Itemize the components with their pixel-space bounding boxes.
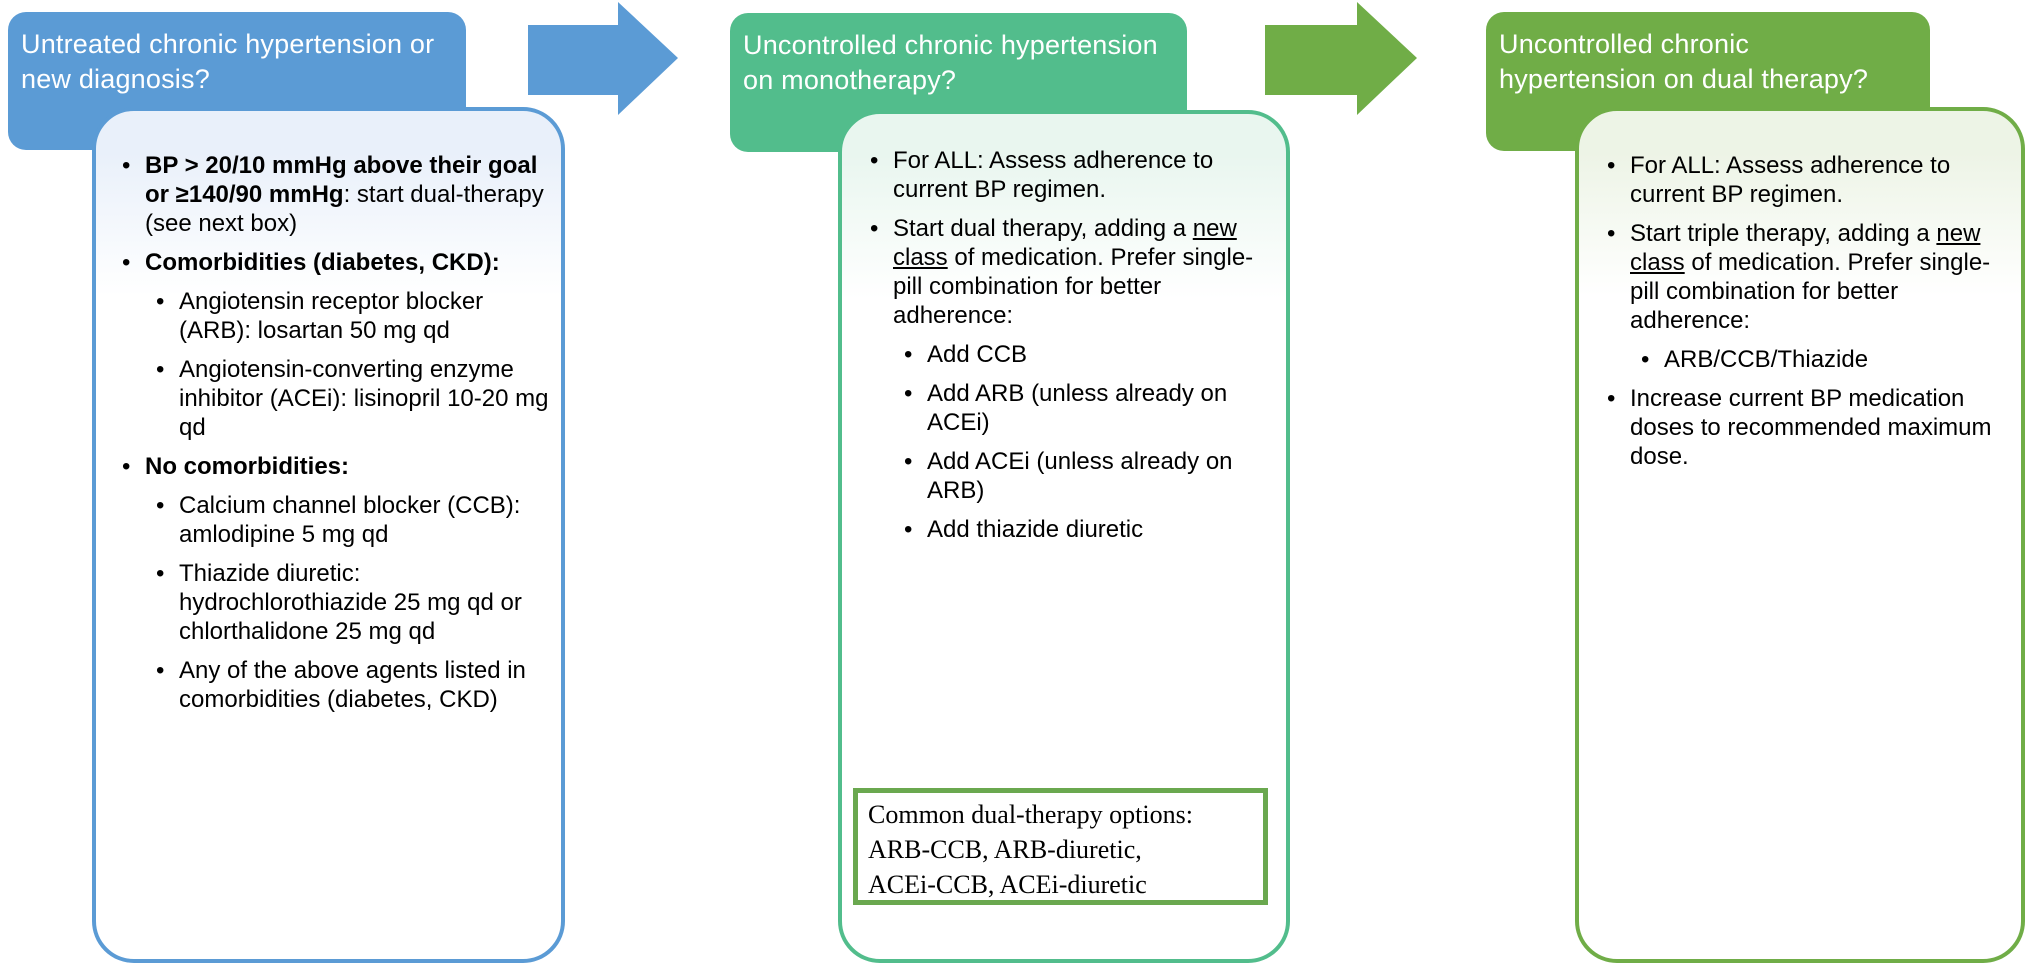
step-body: •BP > 20/10 mmHg above their goal or ≥14…: [92, 107, 565, 963]
bullet-marker: •: [156, 560, 165, 587]
bullet-marker: •: [122, 152, 131, 179]
dual-therapy-options-note: Common dual-therapy options: ARB-CCB, ARB…: [853, 788, 1268, 905]
bullet-item: •Start triple therapy, adding a new clas…: [1607, 220, 1991, 334]
bullet-item: •Add thiazide diuretic: [904, 516, 1144, 543]
note-line: ACEi-CCB, ACEi-diuretic: [868, 870, 1147, 899]
bullet-marker: •: [156, 356, 165, 383]
note-line: Common dual-therapy options:: [868, 800, 1193, 829]
bullet-list: •For ALL: Assess adherence to current BP…: [1579, 111, 2021, 471]
bullet-marker: •: [1607, 152, 1616, 179]
bullet-marker: •: [904, 448, 913, 475]
bullet-marker: •: [870, 147, 879, 174]
bullet-item: •Add ARB (unless already on ACEi): [904, 380, 1228, 436]
bullet-list: •For ALL: Assess adherence to current BP…: [842, 114, 1286, 544]
bullet-marker: •: [870, 215, 879, 242]
bullet-item: •Thiazide diuretic: hydrochlorothiazide …: [156, 560, 522, 645]
bullet-item: •BP > 20/10 mmHg above their goal or ≥14…: [122, 152, 544, 237]
bullet-item: •No comorbidities:: [122, 453, 350, 480]
bullet-item: •Start dual therapy, adding a new class …: [870, 215, 1254, 329]
arrow-right-icon: [1265, 2, 1417, 115]
bullet-marker: •: [1641, 346, 1650, 373]
bullet-item: •Comorbidities (diabetes, CKD):: [122, 249, 500, 276]
arrow-right-icon: [528, 2, 678, 115]
bullet-list: •BP > 20/10 mmHg above their goal or ≥14…: [96, 111, 561, 714]
bullet-item: •Calcium channel blocker (CCB): amlodipi…: [156, 492, 521, 548]
bullet-marker: •: [1607, 385, 1616, 412]
note-line: ARB-CCB, ARB-diuretic,: [868, 835, 1142, 864]
bullet-marker: •: [156, 288, 165, 315]
bullet-marker: •: [156, 657, 165, 684]
bullet-item: •For ALL: Assess adherence to current BP…: [870, 147, 1214, 203]
step-body: •For ALL: Assess adherence to current BP…: [1575, 107, 2025, 963]
bullet-item: •For ALL: Assess adherence to current BP…: [1607, 152, 1951, 208]
bullet-item: •Any of the above agents listed in comor…: [156, 657, 526, 713]
bullet-marker: •: [904, 380, 913, 407]
bullet-marker: •: [122, 453, 131, 480]
bullet-item: •ARB/CCB/Thiazide: [1641, 346, 1869, 373]
bullet-marker: •: [122, 249, 131, 276]
bullet-item: •Add CCB: [904, 341, 1028, 368]
bullet-marker: •: [1607, 220, 1616, 247]
bullet-item: •Add ACEi (unless already on ARB): [904, 448, 1233, 504]
bullet-marker: •: [904, 516, 913, 543]
bullet-marker: •: [904, 341, 913, 368]
bullet-item: •Angiotensin-converting enzyme inhibitor…: [156, 356, 549, 441]
bullet-marker: •: [156, 492, 165, 519]
bullet-item: •Increase current BP medication doses to…: [1607, 385, 1992, 470]
bullet-item: •Angiotensin receptor blocker (ARB): los…: [156, 288, 484, 344]
